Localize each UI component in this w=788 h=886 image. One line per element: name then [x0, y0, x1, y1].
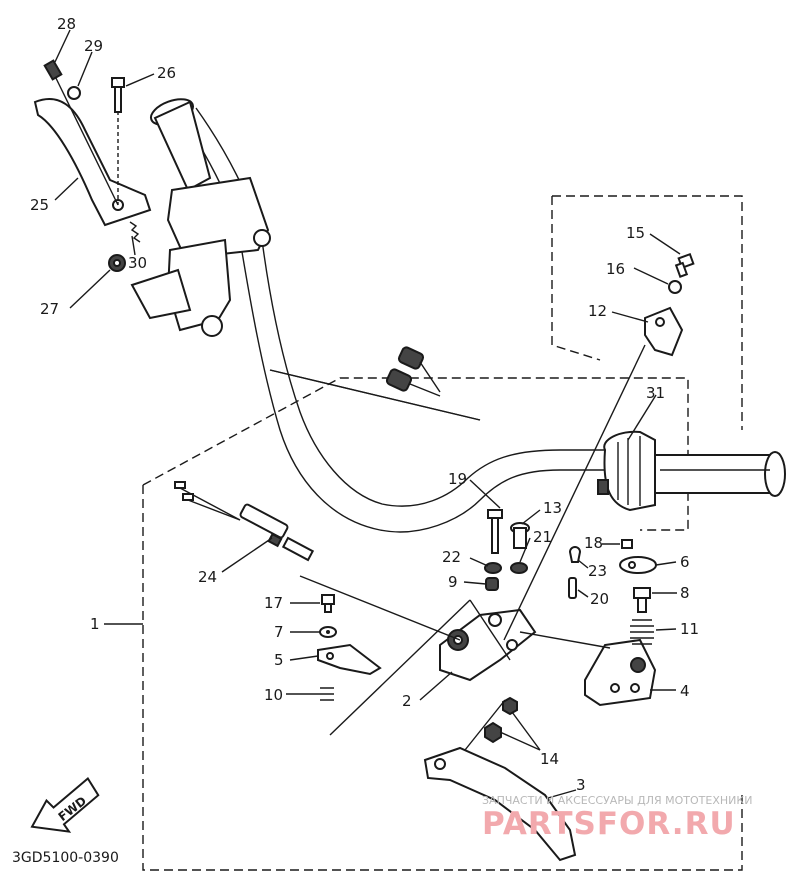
callout-31: 31: [646, 384, 665, 402]
callout-7: 7: [274, 623, 284, 641]
pin-13: [510, 522, 530, 549]
callout-27: 27: [40, 300, 59, 318]
leader-lines: [54, 29, 681, 799]
clamp-12: [644, 306, 684, 357]
watermark: ЗАПЧАСТИ И АКСЕССУАРЫ ДЛЯ МОТОТЕХНИКИ PA…: [482, 794, 752, 842]
dashed-boundary-right: [551, 195, 743, 430]
clip-23: [568, 546, 582, 563]
spring-11: [630, 619, 654, 645]
spring-30: [129, 221, 141, 243]
callout-5: 5: [274, 651, 284, 669]
callout-10: 10: [264, 686, 283, 704]
callout-4: 4: [680, 682, 690, 700]
callout-28: 28: [57, 15, 76, 33]
bolt-19: [487, 509, 503, 554]
brake-switch-cable-24: [174, 481, 315, 562]
callout-18: 18: [584, 534, 603, 552]
callout-20: 20: [590, 590, 609, 608]
clutch-bolt-28: [43, 59, 63, 81]
callout-24: 24: [198, 568, 217, 586]
callout-16: 16: [606, 260, 625, 278]
screw-18: [621, 539, 633, 549]
diagram-code: 3GD5100-0390: [12, 850, 119, 866]
callout-22: 22: [442, 548, 461, 566]
callout-12: 12: [588, 302, 607, 320]
left-switch-housing: [130, 176, 271, 337]
brake-lever-3: [423, 746, 577, 862]
watermark-line: ЗАПЧАСТИ И АКСЕССУАРЫ ДЛЯ МОТОТЕХНИКИ: [482, 794, 752, 807]
callout-17: 17: [264, 594, 283, 612]
washer-22: [484, 562, 502, 574]
callout-21: 21: [533, 528, 552, 546]
washer-29: [67, 86, 81, 100]
callout-2: 2: [402, 692, 412, 710]
handlebar: [149, 98, 786, 533]
callout-23: 23: [588, 562, 607, 580]
callout-3: 3: [576, 776, 586, 794]
callout-30: 30: [128, 254, 147, 272]
nut-14: [484, 696, 518, 744]
callout-6: 6: [680, 553, 690, 571]
watermark-brand: PARTSFOR.RU: [482, 806, 736, 842]
callout-9: 9: [448, 573, 458, 591]
callout-1: 1: [90, 615, 100, 633]
callout-labels: 28 29 26 25 30 27 15 16 12 31 19 13 21 2…: [30, 15, 699, 794]
callout-11: 11: [680, 620, 699, 638]
washer-21: [510, 562, 528, 574]
fwd-arrow-icon: FWD: [30, 777, 100, 833]
callout-29: 29: [84, 37, 103, 55]
nut-27: [108, 254, 126, 272]
switch-holder-4: [584, 638, 657, 707]
clutch-lever: [33, 69, 152, 227]
pin-20: [568, 577, 577, 599]
screw-15: [674, 252, 695, 278]
right-switch-31: [597, 430, 656, 512]
plate-6: [619, 556, 657, 574]
bushing-9: [485, 577, 499, 591]
callout-19: 19: [448, 470, 467, 488]
switch-wiring: [269, 346, 481, 421]
callout-25: 25: [30, 196, 49, 214]
dashed-boundary-main: [142, 377, 743, 871]
callout-8: 8: [680, 584, 690, 602]
callout-13: 13: [543, 499, 562, 517]
callout-26: 26: [157, 64, 176, 82]
bolt-8: [633, 587, 651, 613]
screw-17: [321, 594, 335, 613]
washer-16: [668, 280, 682, 294]
bracket-5: [317, 643, 382, 676]
washer-7: [319, 626, 337, 638]
callout-14: 14: [540, 750, 559, 768]
callout-15: 15: [626, 224, 645, 242]
master-cylinder-2: [439, 608, 537, 682]
spring-10: [320, 687, 334, 701]
pivot-bolt-26: [111, 77, 125, 113]
